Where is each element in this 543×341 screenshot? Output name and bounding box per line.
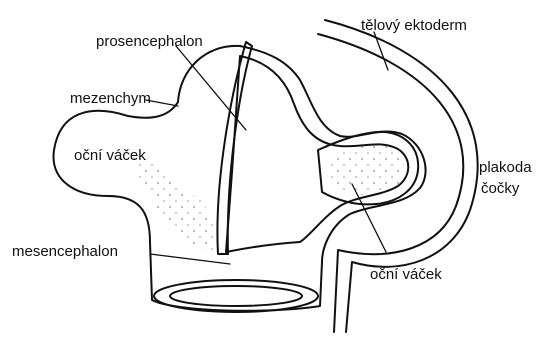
label-telovy-ektoderm: tělový ektoderm xyxy=(361,17,467,34)
leader-mesencephalon xyxy=(150,254,230,264)
label-mezenchym: mezenchym xyxy=(70,90,151,107)
right-optic-vesicle xyxy=(318,132,418,205)
label-mesencephalon: mesencephalon xyxy=(12,243,118,260)
label-ocni-vacek-left: oční váček xyxy=(74,147,146,164)
label-prosencephalon: prosencephalon xyxy=(96,33,203,50)
label-ocni-vacek-right: oční váček xyxy=(370,266,442,283)
label-plakoda: plakoda xyxy=(479,159,532,176)
leader-prosencephalon xyxy=(176,46,246,130)
label-cocky: čočky xyxy=(481,180,520,197)
section-cut-plane xyxy=(217,42,252,254)
mesencephalon-opening xyxy=(154,280,318,312)
left-optic-vesicle-shading xyxy=(130,150,215,252)
leader-telovy-ektoderm xyxy=(374,32,388,70)
